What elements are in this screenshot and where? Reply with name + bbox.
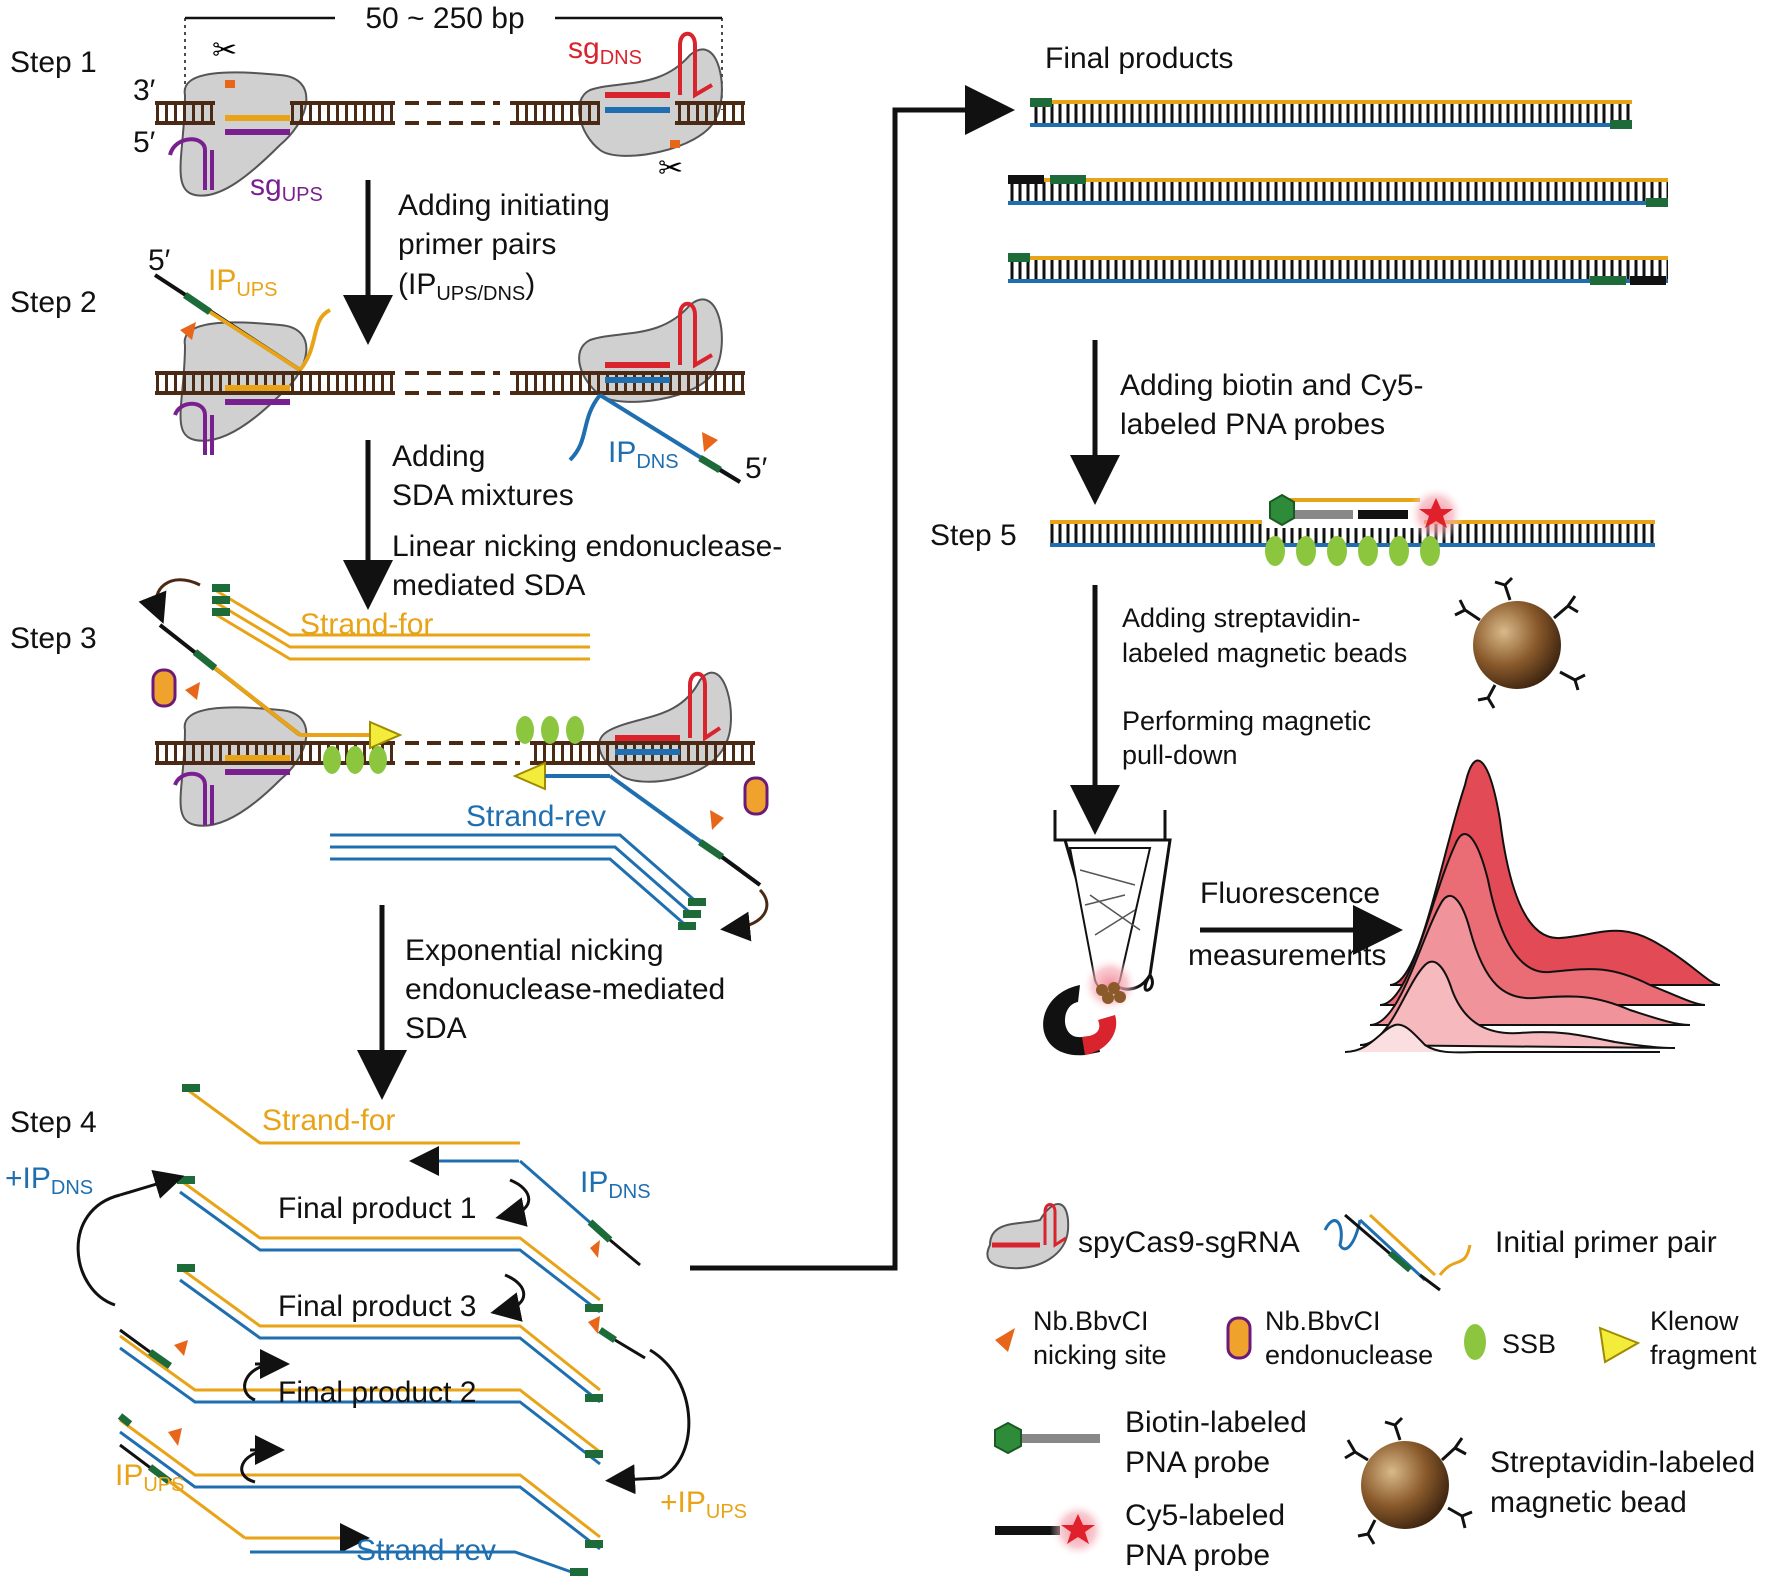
fluorescence-caption: Fluorescence measurements (1188, 877, 1386, 972)
svg-text:Exponential nicking: Exponential nicking (405, 934, 664, 967)
svg-text:Adding biotin and Cy5-: Adding biotin and Cy5- (1120, 369, 1424, 402)
scissors-icon-ups: ✂ (212, 34, 237, 67)
legend-nick-site-icon (995, 1328, 1015, 1352)
svg-text:Biotin-labeled: Biotin-labeled (1125, 1406, 1307, 1439)
legend-primer-pair-icon (1323, 1213, 1472, 1292)
klenow-icon (369, 720, 403, 750)
svg-text:PNA probe: PNA probe (1125, 1446, 1270, 1479)
svg-text:Adding streptavidin-: Adding streptavidin- (1122, 603, 1361, 633)
ip-ups-label-step4: IPUPS (115, 1459, 184, 1496)
svg-text:SDA mixtures: SDA mixtures (392, 479, 574, 512)
legend-endonuclease-icon (1226, 1316, 1252, 1360)
three-prime-label: 3′ (133, 74, 156, 107)
step-3-label: Step 3 (10, 622, 97, 655)
plus-ip-ups-label: +IPUPS (660, 1486, 747, 1523)
final-products-panel: Final products (1008, 42, 1668, 285)
svg-text:Nb.BbvCI: Nb.BbvCI (1033, 1306, 1149, 1336)
step-2-label: Step 2 (10, 286, 97, 319)
svg-text:Linear nicking endonuclease-: Linear nicking endonuclease- (392, 530, 782, 563)
five-prime-label: 5′ (133, 126, 156, 159)
legend-cas9-icon (986, 1203, 1070, 1270)
connector-arrow (690, 85, 1015, 1271)
endonuclease-icon (151, 668, 177, 708)
svg-text:measurements: measurements (1188, 939, 1386, 972)
svg-text:Adding: Adding (392, 440, 485, 473)
svg-text:Cy5-labeled: Cy5-labeled (1125, 1499, 1285, 1532)
svg-text:Fluorescence: Fluorescence (1200, 877, 1380, 910)
legend-cas9-label: spyCas9-sgRNA (1078, 1226, 1300, 1259)
sg-ups-label: sgUPS (250, 169, 323, 206)
plus-ip-dns-label: +IPDNS (5, 1162, 93, 1199)
svg-text:labeled magnetic beads: labeled magnetic beads (1122, 638, 1407, 668)
step-1-label: Step 1 (10, 46, 97, 79)
step-4-label: Step 4 (10, 1106, 97, 1139)
fluorescence-spectra (1344, 759, 1721, 1054)
arrow-3-caption: Exponential nicking endonuclease-mediate… (405, 934, 725, 1045)
step-4-panel: Step 4 Strand-for IPDNS +IPDNS Final pro… (5, 1084, 747, 1577)
svg-text:Adding initiating: Adding initiating (398, 189, 610, 222)
final-product-row-1 (1030, 98, 1632, 129)
svg-text:5′: 5′ (148, 244, 171, 277)
svg-text:Streptavidin-labeled: Streptavidin-labeled (1490, 1446, 1755, 1479)
svg-text:SSB: SSB (1502, 1329, 1556, 1359)
svg-text:mediated SDA: mediated SDA (392, 569, 585, 602)
arrow-2-caption: Adding SDA mixtures Linear nicking endon… (392, 440, 782, 602)
svg-text:5′: 5′ (745, 452, 768, 485)
legend-cy5-probe-icon (995, 1502, 1106, 1558)
strand-rev-label-step4: Strand-rev (356, 1534, 496, 1567)
scale-label: 50 ~ 250 bp (365, 2, 524, 35)
step-1-panel: Step 1 50 ~ 250 bp 3′ 5′ sgDNS (10, 2, 745, 206)
svg-text:Performing magnetic: Performing magnetic (1122, 706, 1371, 736)
arrow-1-caption: Adding initiating primer pairs (IPUPS/DN… (398, 189, 610, 305)
svg-text:SDA: SDA (405, 1012, 467, 1045)
final-product-3-label: Final product 3 (278, 1290, 476, 1323)
pulldown-tube-icon (1053, 810, 1172, 1013)
magnetic-bead-icon (1454, 576, 1586, 709)
scissors-icon-dns: ✂ (658, 152, 683, 185)
svg-text:Klenow: Klenow (1650, 1306, 1739, 1336)
arrow-4-caption: Adding biotin and Cy5- labeled PNA probe… (1120, 369, 1424, 441)
final-product-2-label: Final product 2 (278, 1376, 476, 1409)
svg-text:PNA probe: PNA probe (1125, 1539, 1270, 1572)
arrow-5-caption: Adding streptavidin- labeled magnetic be… (1122, 603, 1407, 770)
svg-text:magnetic bead: magnetic bead (1490, 1486, 1687, 1519)
svg-text:endonuclease: endonuclease (1265, 1340, 1433, 1370)
strand-for-label-step3: Strand-for (300, 608, 433, 641)
legend: spyCas9-sgRNA Initial primer pair Nb.Bbv… (986, 1203, 1757, 1572)
svg-text:labeled PNA probes: labeled PNA probes (1120, 408, 1385, 441)
svg-text:fragment: fragment (1650, 1340, 1757, 1370)
ip-dns-label-step4: IPDNS (580, 1166, 651, 1203)
step-3-panel: Step 3 Strand-for (10, 578, 769, 942)
strand-for-label-step4: Strand-for (262, 1104, 395, 1137)
svg-text:nicking site: nicking site (1033, 1340, 1167, 1370)
final-product-row-3 (1008, 253, 1668, 285)
ip-dns-label: IPDNS (608, 436, 679, 473)
svg-text:Nb.BbvCI: Nb.BbvCI (1265, 1306, 1381, 1336)
step-5-label: Step 5 (930, 519, 1017, 552)
legend-bead-icon (1344, 1416, 1473, 1545)
strand-rev-label-step3: Strand-rev (466, 800, 606, 833)
svg-text:pull-down: pull-down (1122, 740, 1238, 770)
final-products-header: Final products (1045, 42, 1233, 75)
final-product-row-2 (1008, 175, 1668, 207)
legend-klenow-icon (1598, 1326, 1641, 1364)
svg-text:primer pairs: primer pairs (398, 228, 556, 261)
legend-biotin-probe-icon (994, 1421, 1100, 1455)
magnet-icon (1043, 985, 1117, 1056)
nick-site-icon (180, 322, 196, 340)
final-product-1-label: Final product 1 (278, 1192, 476, 1225)
legend-primer-pair-label: Initial primer pair (1495, 1226, 1717, 1259)
legend-ssb-icon (1464, 1324, 1486, 1360)
biotin-hexagon-icon (1269, 493, 1295, 527)
sg-dns-label: sgDNS (568, 32, 642, 69)
cy5-star-icon (1419, 498, 1453, 528)
ip-ups-label: IPUPS (208, 264, 277, 301)
svg-text:endonuclease-mediated: endonuclease-mediated (405, 973, 725, 1006)
step-5-panel: Step 5 (930, 486, 1655, 566)
svg-text:(IPUPS/DNS): (IPUPS/DNS) (398, 268, 535, 305)
step-2-panel: Step 2 5′ IPUPS IPDNS 5′ (10, 244, 768, 485)
